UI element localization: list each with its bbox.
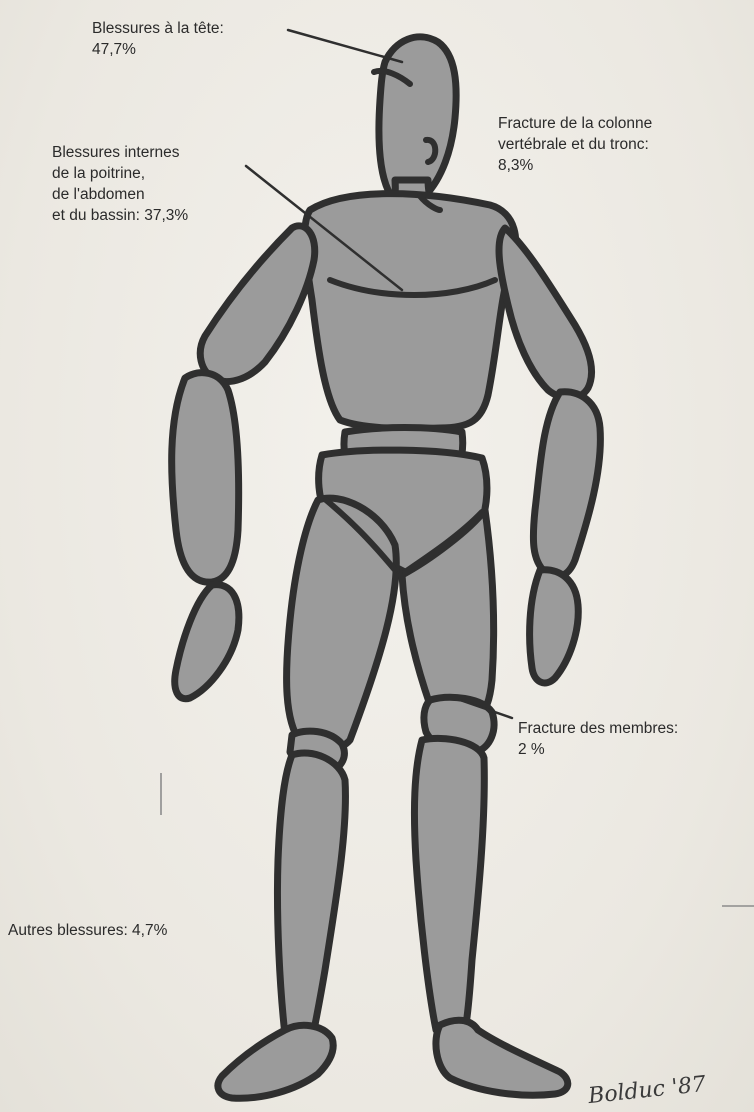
left-thigh <box>287 498 397 749</box>
label-limb-fracture: Fracture des membres: 2 % <box>518 718 678 760</box>
right-forearm <box>533 392 600 577</box>
head-leader-line <box>288 30 402 62</box>
torso <box>305 194 516 429</box>
left-shin <box>277 753 345 1045</box>
left-upper-arm <box>200 226 314 382</box>
right-foot <box>436 1020 568 1095</box>
label-head-injuries: Blessures à la tête: 47,7% <box>92 18 224 60</box>
label-other-injuries: Autres blessures: 4,7% <box>8 920 167 941</box>
left-hand <box>175 585 239 699</box>
right-hand <box>530 570 579 683</box>
left-foot <box>218 1025 333 1098</box>
label-spine-fracture: Fracture de la colonne vertébrale et du … <box>498 113 652 176</box>
right-upper-arm <box>499 228 592 398</box>
left-forearm <box>172 373 239 583</box>
right-shin <box>414 738 484 1037</box>
label-internal-injuries: Blessures internes de la poitrine, de l'… <box>52 142 188 226</box>
